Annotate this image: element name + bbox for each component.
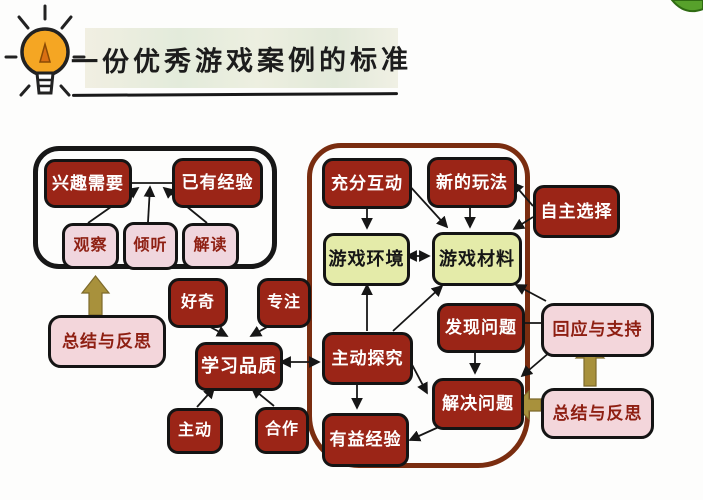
node-respond-support: 回应与支持 xyxy=(541,303,654,357)
node-discover-problems: 发现问题 xyxy=(437,303,525,353)
node-active-exploration: 主动探究 xyxy=(322,332,413,385)
node-new-play: 新的玩法 xyxy=(427,157,517,208)
node-initiative: 主动 xyxy=(167,408,223,454)
title-banner: 一份优秀游戏案例的标准 xyxy=(71,28,412,88)
node-beneficial-experience: 有益经验 xyxy=(322,413,409,467)
node-summary-reflection-left: 总结与反思 xyxy=(48,315,166,368)
node-summary-reflection-right: 总结与反思 xyxy=(541,388,654,439)
node-interpret: 解读 xyxy=(182,223,239,269)
node-listen: 倾听 xyxy=(123,222,178,270)
node-solve-problems: 解决问题 xyxy=(432,378,524,430)
node-prior-experience: 已有经验 xyxy=(172,158,263,208)
node-learning-quality: 学习品质 xyxy=(195,342,283,391)
node-cooperation: 合作 xyxy=(255,407,309,454)
node-focus: 专注 xyxy=(257,278,311,328)
lightbulb-icon xyxy=(4,4,86,97)
leaf-decoration xyxy=(670,0,703,13)
node-full-interaction: 充分互动 xyxy=(322,158,412,209)
node-game-materials: 游戏材料 xyxy=(432,232,522,286)
node-curiosity: 好奇 xyxy=(168,278,228,328)
node-observe: 观察 xyxy=(62,223,119,269)
node-game-environment: 游戏环境 xyxy=(323,233,410,286)
node-interest-needs: 兴趣需要 xyxy=(44,159,132,208)
node-autonomous-choice: 自主选择 xyxy=(533,185,620,238)
